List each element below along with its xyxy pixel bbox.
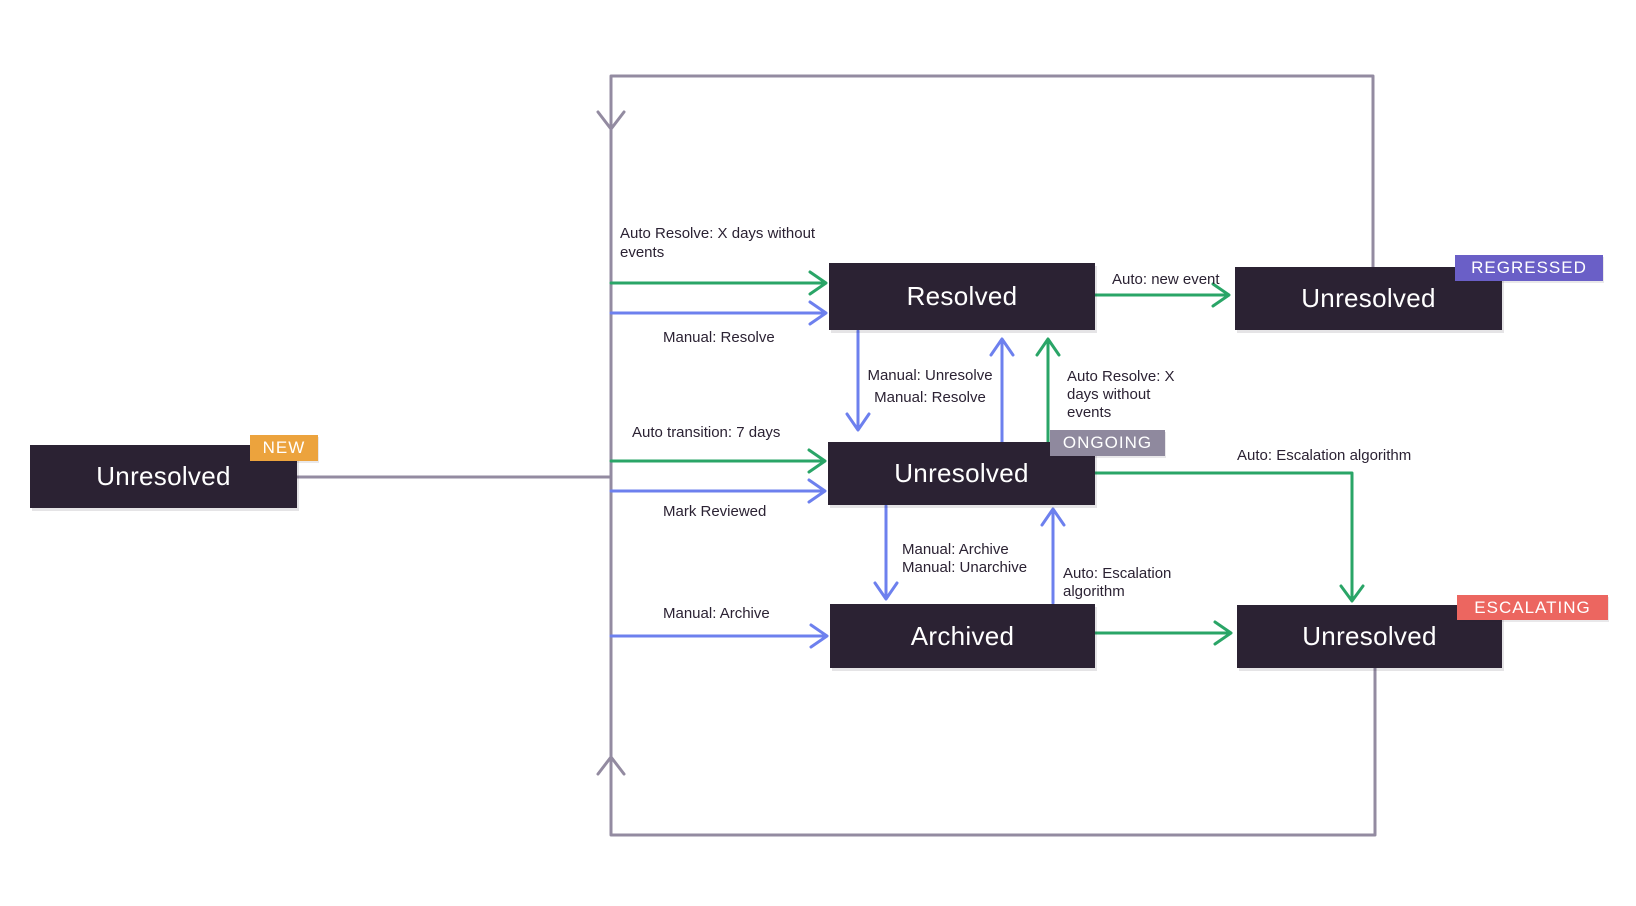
edge-label-auto-resolve-from-ongoing: Auto Resolve: X days without events (1067, 368, 1175, 421)
edge-auto-new-event (1093, 282, 1231, 308)
state-label: Unresolved (894, 458, 1029, 488)
edge-label-auto-transition: Auto transition: 7 days (632, 424, 781, 441)
loop-line (295, 74, 1377, 837)
edge-manual-unarchive-up (1040, 507, 1066, 605)
edge-manual-archive-to-archived (609, 623, 829, 649)
edge-label-mark-reviewed: Mark Reviewed (663, 503, 767, 520)
state-box-resolved: Resolved (829, 263, 1095, 330)
edge-label-manual-archive-to-archived: Manual: Archive (663, 605, 770, 622)
edge-auto-resolve-to-resolved (609, 270, 828, 296)
state-box-unresolved-regressed: Unresolved (1235, 267, 1502, 330)
state-label: Archived (910, 620, 1015, 651)
state-box-archived: Archived (830, 604, 1095, 668)
loop-arrow-up-icon (596, 755, 626, 776)
edge-label-auto-escalation-from-archived: Auto: Escalation algorithm (1063, 565, 1172, 600)
edge-auto-resolve-from-ongoing (1035, 337, 1061, 444)
edge-manual-archive-down (873, 504, 899, 601)
edge-label-auto-escalation-from-ongoing: Auto: Escalation algorithm (1237, 447, 1412, 464)
edge-label-auto-resolve-to-resolved: Auto Resolve: X days without events (620, 225, 816, 261)
edge-manual-resolve-to-resolved (609, 300, 828, 326)
edge-manual-resolve-up (989, 337, 1015, 444)
status-badge-new: NEW (250, 435, 318, 461)
state-box-unresolved-escalating: Unresolved (1237, 605, 1502, 668)
state-label: Unresolved (1301, 283, 1436, 313)
status-badge-escalating: ESCALATING (1457, 595, 1608, 620)
status-badge-regressed: REGRESSED (1455, 255, 1603, 281)
state-label: Resolved (906, 281, 1018, 311)
edge-auto-escalation-from-archived (1093, 620, 1233, 646)
edge-auto-escalation-from-ongoing (1093, 471, 1365, 603)
state-label: Unresolved (96, 461, 231, 491)
edge-label-manual-resolve-to-resolved: Manual: Resolve (663, 329, 775, 346)
edge-mark-reviewed-to-ongoing (609, 478, 827, 504)
edge-label-manual-archive-unarchive: Manual: Archive Manual: Unarchive (902, 541, 1028, 576)
edge-manual-unresolve-down (845, 329, 871, 432)
edge-auto-transition-to-ongoing (609, 448, 827, 474)
state-label: Unresolved (1302, 621, 1437, 651)
status-badge-ongoing: ONGOING (1050, 430, 1165, 456)
edge-label-manual-unresolve-resolve: Manual: Unresolve Manual: Resolve (867, 367, 993, 406)
edge-label-auto-new-event: Auto: new event (1112, 271, 1220, 288)
loop-arrow-down-icon (596, 110, 626, 131)
